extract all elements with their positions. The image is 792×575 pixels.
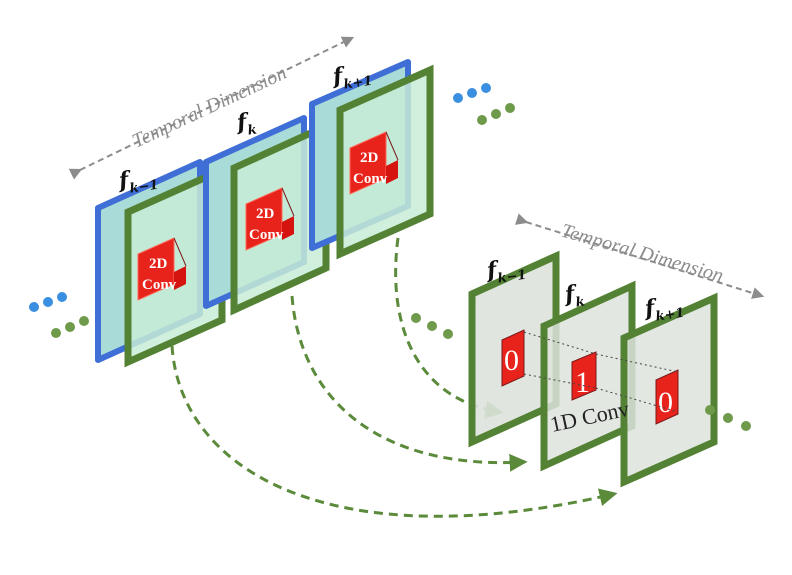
kernel-cell: 1 (571, 351, 597, 401)
kernel-value: 0 (504, 344, 519, 377)
frame-k-plus-1-bottom: 0 fk+1 (620, 291, 718, 488)
ellipsis-dots-top-left (29, 292, 89, 338)
conv2d-line1: 2D (360, 150, 379, 166)
kernel-cell: 0 (655, 369, 679, 425)
ellipsis-dots-bottom-right (705, 405, 751, 431)
frame-k-minus-1-top: 2D Conv fk−1 (95, 159, 226, 368)
frame-label: fk−1 (115, 163, 159, 198)
conv2d-block: 2D Conv (349, 131, 399, 195)
conv2d-line1: 2D (149, 256, 168, 272)
mapping-arrow-k-minus-1 (170, 345, 618, 518)
conv2d-line2: Conv (249, 227, 284, 243)
conv2d-block: 2D Conv (137, 237, 187, 301)
conv2d-line2: Conv (353, 171, 388, 187)
frame-label: fk+1 (329, 59, 373, 94)
frame-k-plus-1-top: 2D Conv fk+1 (309, 59, 434, 260)
green-feature-map (124, 164, 226, 368)
conv2d-line1: 2D (256, 206, 275, 222)
frame-k-top: 2D Conv fk (203, 108, 330, 316)
kernel-cell: 0 (501, 329, 525, 387)
bottom-temporal-arrow (515, 213, 765, 299)
conv2d-block: 2D Conv (245, 187, 295, 251)
frame-label: fk (233, 108, 257, 141)
bottom-temporal-label: Temporal Dimension (559, 220, 726, 287)
kernel-value: 0 (658, 386, 673, 419)
frame-label: fk+1 (641, 291, 685, 326)
frame-label: fk (561, 280, 585, 313)
kernel-value: 1 (575, 366, 590, 399)
conv2d-line2: Conv (142, 277, 177, 293)
top-temporal-arrow (68, 36, 355, 180)
ellipsis-dots-top-right (453, 83, 515, 125)
conv1d-connectors (523, 331, 679, 413)
ellipsis-dots-bottom-left (411, 313, 453, 339)
frame-label: fk−1 (483, 253, 527, 288)
